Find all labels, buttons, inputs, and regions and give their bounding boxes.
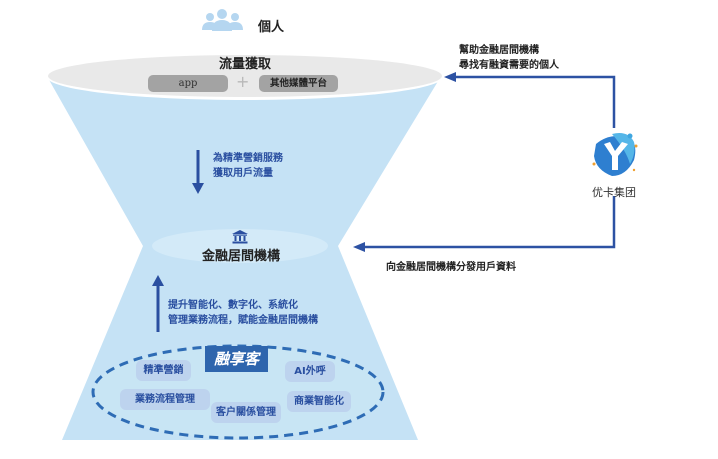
institution-ellipse	[152, 229, 328, 263]
feature-tag: 商業智能化	[287, 391, 351, 412]
up-arrow-caption-line: 提升智能化、數字化、系統化	[168, 300, 298, 311]
up-arrow-caption-line: 管理業務流程，賦能金融居間機構	[168, 315, 318, 326]
help-caption-line: 幫助金融居間機構	[459, 45, 539, 56]
feedback-bracket	[353, 72, 616, 252]
down-arrow-caption-line: 獲取用戶流量	[213, 168, 273, 179]
help-caption-line: 尋找有融資需要的個人	[459, 60, 559, 71]
up-arrow-caption: 提升智能化、數字化、系統化 管理業務流程，賦能金融居間機構	[168, 298, 318, 328]
down-arrow-caption-line: 為精準營銷服務	[213, 153, 283, 164]
individual-label: 個人	[258, 20, 285, 35]
help-institutions-caption: 幫助金融居間機構 尋找有融資需要的個人	[459, 43, 559, 73]
institution-label: 金融居間機構	[201, 249, 280, 264]
brand-badge: 融享客	[205, 346, 268, 372]
feature-tag: 客户關係管理	[211, 402, 281, 423]
down-arrow	[192, 150, 204, 194]
people-group-icon	[202, 9, 243, 31]
bank-icon	[232, 230, 248, 244]
top-ellipse	[48, 55, 442, 97]
feature-tag: 精準營銷	[136, 360, 191, 381]
source-app-pill: app	[148, 75, 228, 92]
up-arrow	[152, 275, 164, 332]
feature-tag: AI外呼	[285, 361, 335, 382]
down-arrow-caption: 為精準營銷服務 獲取用戶流量	[213, 151, 283, 181]
distribute-data-caption: 向金融居間機構分發用戶資料	[386, 262, 516, 273]
plus-icon: +	[236, 72, 250, 91]
feature-tag: 業務流程管理	[120, 389, 210, 410]
traffic-acquisition-title: 流量獲取	[218, 57, 271, 72]
company-logo-icon	[592, 133, 638, 176]
source-media-pill: 其他媒體平台	[259, 75, 338, 92]
company-name: 优卡集团	[592, 186, 636, 199]
